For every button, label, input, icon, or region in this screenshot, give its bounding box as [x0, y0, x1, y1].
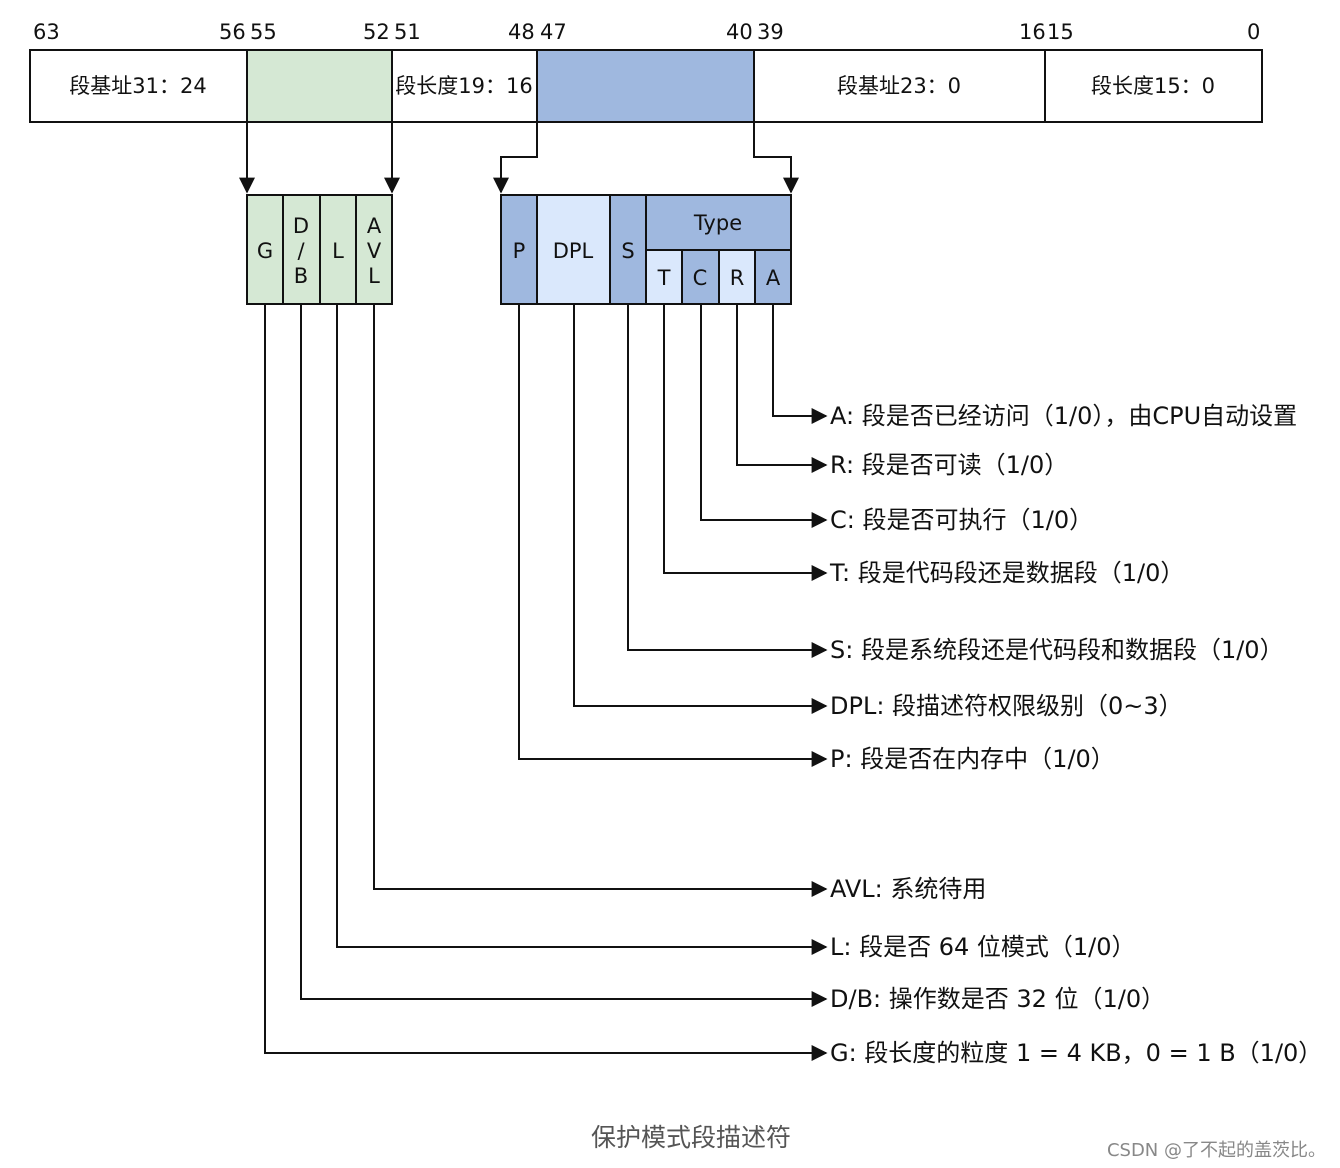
bit-47: 47: [540, 20, 567, 44]
flag-db-cell: [282, 194, 321, 305]
access-r-cell: [718, 249, 756, 305]
bit-56: 56: [219, 20, 246, 44]
csdn-watermark: CSDN @了不起的盖茨比。: [1107, 1140, 1326, 1161]
cell-limit-15-0: [1044, 49, 1263, 123]
access-type-label: Type: [693, 211, 742, 235]
flag-avl-label-top: A: [367, 214, 382, 238]
cell-limit-19-16: [391, 49, 538, 123]
bit-15: 15: [1047, 20, 1074, 44]
bit-39: 39: [757, 20, 784, 44]
desc-a: A: 段是否已经访问（1/0），由CPU自动设置: [830, 402, 1297, 430]
access-c-cell: [681, 249, 720, 305]
access-a-label: A: [766, 266, 781, 290]
description-connectors: [264, 304, 828, 1061]
label-base-23-0: 段基址23：0: [837, 74, 961, 98]
flags-box: G D / B L A V L: [246, 194, 393, 305]
desc-s: S: 段是系统段还是代码段和数据段（1/0）: [830, 636, 1284, 664]
cell-base-31-24: [29, 49, 248, 123]
bit-52: 52: [363, 20, 390, 44]
bit-51: 51: [394, 20, 421, 44]
cell-base-23-0: [753, 49, 1046, 123]
access-dpl-label: DPL: [553, 239, 594, 263]
desc-r: R: 段是否可读（1/0）: [830, 451, 1068, 479]
desc-p: P: 段是否在内存中（1/0）: [830, 745, 1115, 773]
bit-48: 48: [508, 20, 535, 44]
flag-g-label: G: [257, 239, 273, 263]
desc-t: T: 段是代码段还是数据段（1/0）: [829, 559, 1184, 587]
expand-arrows: [239, 122, 799, 194]
access-box: P DPL S Type T C R A: [500, 194, 792, 305]
access-t-label: T: [657, 266, 671, 290]
desc-c: C: 段是否可执行（1/0）: [830, 506, 1093, 534]
access-s-label: S: [621, 239, 634, 263]
bit-55: 55: [250, 20, 277, 44]
access-type-cell: [645, 194, 792, 251]
access-c-label: C: [693, 266, 708, 290]
flag-db-label-mid: /: [297, 239, 305, 263]
desc-l: L: 段是否 64 位模式（1/0）: [830, 933, 1136, 961]
label-limit-19-16: 段长度19：16: [395, 74, 532, 98]
flag-avl-label-bot: L: [368, 264, 380, 288]
access-r-label: R: [730, 266, 745, 290]
desc-avl: AVL: 系统待用: [830, 875, 986, 903]
flag-avl-label-mid: V: [367, 239, 382, 263]
descriptor-row: 段基址31：24 段长度19：16 段基址23：0 段长度15：0: [29, 49, 1263, 123]
bit-16: 16: [1019, 20, 1046, 44]
flag-db-label-top: D: [293, 214, 309, 238]
flag-db-label-bot: B: [294, 264, 308, 288]
desc-g: G: 段长度的粒度 1 = 4 KB，0 = 1 B（1/0）: [830, 1039, 1322, 1067]
bit-number-row: 63 56 55 52 51 48 47 40 39 16 15 0: [33, 20, 1260, 44]
access-p-label: P: [513, 239, 526, 263]
desc-db: D/B: 操作数是否 32 位（1/0）: [830, 985, 1165, 1013]
cell-flags: [246, 49, 393, 123]
cell-access: [536, 49, 755, 123]
desc-dpl: DPL: 段描述符权限级别（0~3）: [830, 692, 1183, 720]
label-limit-15-0: 段长度15：0: [1091, 74, 1215, 98]
label-base-31-24: 段基址31：24: [69, 74, 206, 98]
diagram-caption: 保护模式段描述符: [591, 1123, 791, 1152]
flag-l-cell: [319, 194, 357, 305]
bit-0: 0: [1247, 20, 1260, 44]
descriptions: A: 段是否已经访问（1/0），由CPU自动设置 R: 段是否可读（1/0） C…: [829, 402, 1322, 1067]
bit-40: 40: [726, 20, 753, 44]
bit-63: 63: [33, 20, 60, 44]
flag-l-label: L: [332, 239, 344, 263]
